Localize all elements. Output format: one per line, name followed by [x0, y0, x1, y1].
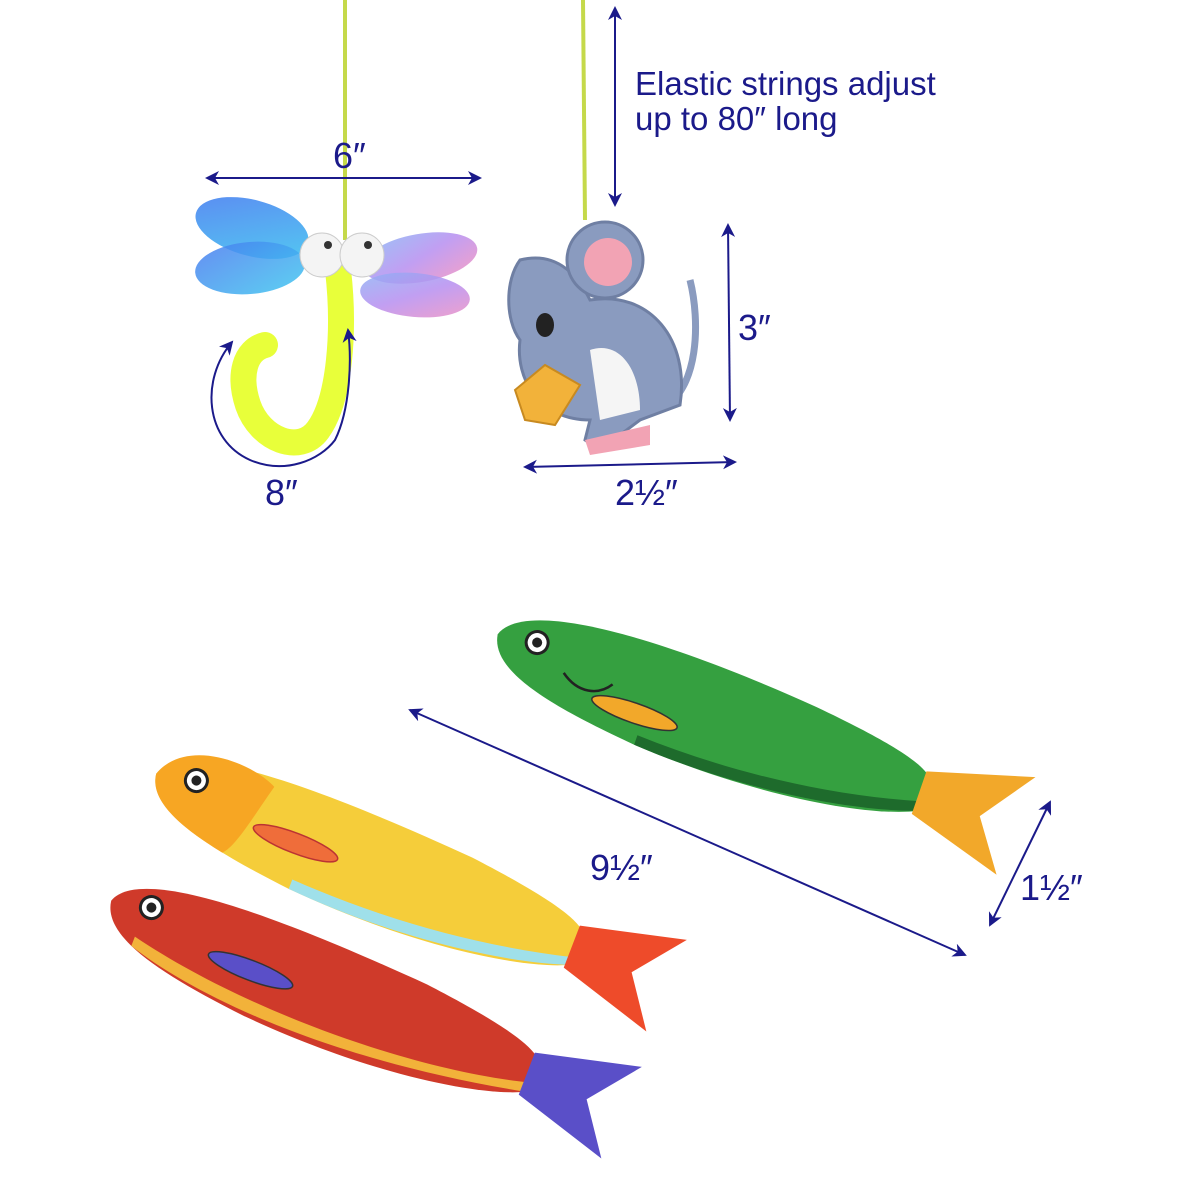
callout-line-2: up to 80″ long — [635, 100, 838, 137]
dragonfly-width-label: 6″ — [333, 135, 366, 176]
fish-length-label: 9½″ — [590, 847, 653, 888]
mouse-string — [581, 0, 587, 221]
mouse-toy — [507, 220, 700, 455]
mouse-width-label: 2½″ — [615, 472, 678, 513]
dragonfly-tail-label: 8″ — [265, 472, 298, 513]
callout-line-1: Elastic strings adjust — [635, 65, 936, 102]
fish-width-label: 1½″ — [1020, 867, 1083, 908]
dragonfly-toy — [195, 197, 478, 456]
green-fish-toy — [497, 620, 1036, 875]
mouse-width-arrow — [523, 455, 737, 474]
dragonfly-tail-arrow — [210, 328, 357, 468]
red-fish-toy — [110, 888, 642, 1159]
fish-length-arrow — [408, 708, 967, 957]
fish-width-arrow — [988, 800, 1052, 927]
mouse-height-label: 3″ — [738, 307, 771, 348]
mouse-height-arrow — [721, 223, 737, 422]
